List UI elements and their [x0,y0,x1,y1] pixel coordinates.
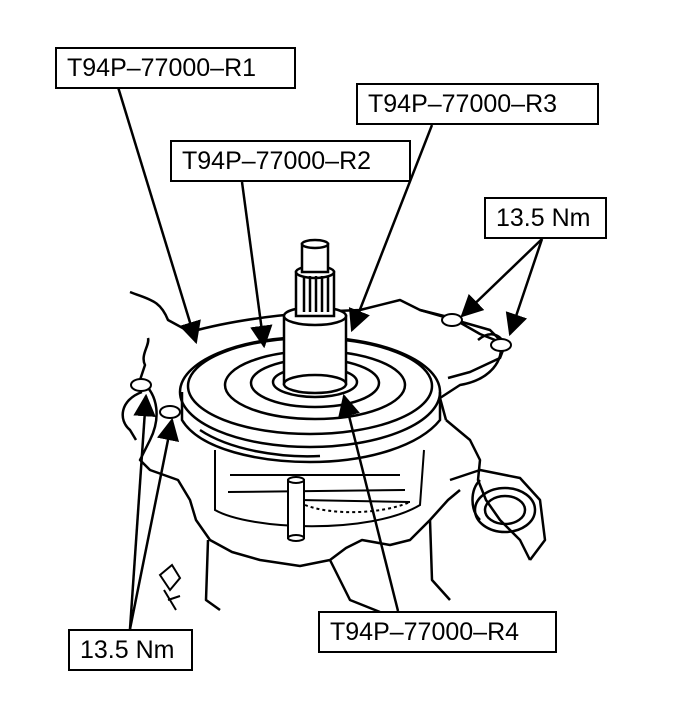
leader-r4 [338,393,400,612]
leader-r1 [116,86,201,345]
leader-lines [116,86,544,630]
leader-torque-bottom-b [128,417,180,630]
loose-fasteners [158,563,182,611]
clutch-drum [214,449,425,528]
part-number-callout-r1: T94P–77000–R1 [55,47,296,89]
cover-plate [178,335,442,464]
torque-callout-bottom: 13.5 Nm [68,629,193,671]
leader-r3 [348,124,434,333]
transmission-case [121,290,547,614]
leader-torque-top-b [505,238,544,337]
leader-torque-bottom-a [128,393,156,630]
part-number-callout-r4: T94P–77000–R4 [318,611,557,653]
part-number-callout-r2: T94P–77000–R2 [170,140,411,182]
leader-r2 [240,181,273,349]
part-number-callout-r3: T94P–77000–R3 [356,83,599,125]
leader-torque-top-a [460,238,543,318]
input-shaft [282,238,348,395]
locating-pin [287,476,305,542]
torque-callout-top: 13.5 Nm [484,197,607,239]
